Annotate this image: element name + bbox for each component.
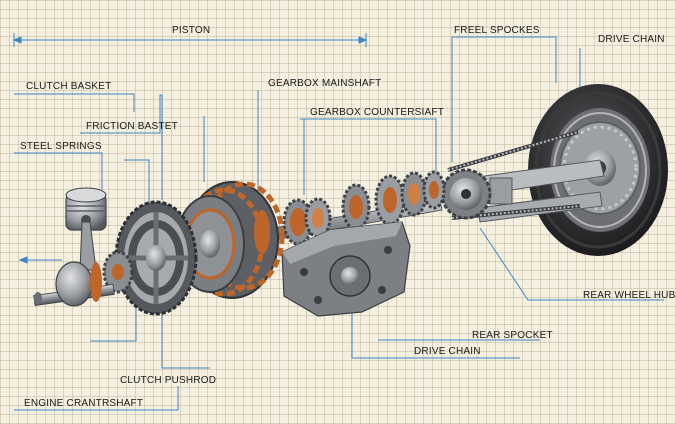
gearbox-housing [281, 221, 411, 317]
label-gearbox-countershaft: GEARBOX COUNTERSIAFT [310, 107, 445, 118]
leader-freel-spockes [452, 36, 557, 83]
leader-clutch-pushrod-b [90, 300, 137, 342]
leader-friction-bastet [80, 94, 163, 200]
label-drive-chain-top: DRIVE CHAIN [598, 34, 665, 45]
gear-stack [282, 170, 446, 246]
label-freel-spockes: FREEL SPOCKES [454, 25, 540, 36]
leader-steel-springs [14, 152, 103, 190]
label-engine-crankshaft: ENGINE CRANTRSHAFT [24, 398, 144, 409]
label-friction-bastet: FRICTION BASTET [86, 121, 178, 132]
label-rear-spocket: REAR SPOCKET [472, 330, 553, 341]
leader-steel-springs-b [124, 159, 150, 205]
piston-dimension-line [12, 33, 368, 47]
label-clutch-basket: CLUTCH BASKET [26, 81, 112, 92]
label-rear-wheel-hub: REAR WHEEL HUB [583, 290, 676, 301]
front-sprocket [440, 168, 492, 220]
label-clutch-pushrod: CLUTCH PUSHROD [120, 375, 217, 386]
leader-rear-wheel-hub [479, 227, 664, 301]
leader-drive-chain-bottom [351, 292, 520, 359]
clutch-basket [175, 181, 285, 299]
crankshaft [33, 261, 115, 307]
primary-gear [102, 250, 134, 294]
label-steel-springs: STEEL SPRINGS [20, 141, 102, 152]
label-piston: PISTON [172, 25, 211, 36]
leader-clutch-basket [14, 93, 135, 112]
piston-assembly [65, 187, 107, 271]
label-drive-chain-bottom: DRIVE CHAIN [414, 346, 481, 357]
leader-gearbox-countershaft [300, 118, 437, 175]
leader-clutch-pushrod [161, 300, 210, 369]
label-gearbox-mainshaft: GEARBOX MAINSHAFT [268, 78, 382, 89]
leader-lines [14, 36, 664, 411]
leader-engine-crankshaft [14, 386, 179, 411]
